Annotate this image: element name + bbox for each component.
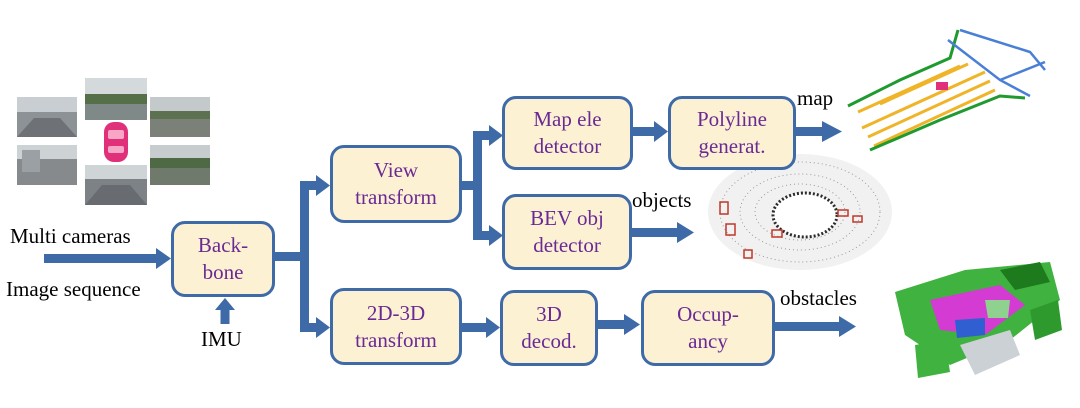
arrow-occ-to-obstacles — [775, 316, 856, 337]
arrow-3d-to-occ — [598, 314, 640, 335]
camera-frame — [150, 97, 210, 137]
arrow-imu-to-backbone — [215, 298, 235, 324]
camera-frame — [17, 97, 77, 137]
arrow-map-to-polyline — [632, 121, 668, 142]
camera-frame — [150, 145, 210, 185]
obstacles-label: obstacles — [780, 286, 857, 310]
arrow-backbone-split — [274, 175, 330, 338]
ego-car-icon — [104, 122, 128, 162]
image-sequence-label: Image sequence — [6, 277, 141, 301]
camera-frame — [17, 145, 77, 185]
map-ele-detector-node: Map ele detector — [502, 96, 633, 170]
arrow-input-to-backbone — [44, 248, 171, 269]
3d-decod-node: 3D decod. — [500, 290, 598, 366]
occupancy-node: Occup- ancy — [641, 290, 775, 366]
arrow-view-split — [461, 125, 503, 246]
arrow-polyline-to-map — [796, 121, 842, 142]
ego-car-icon — [936, 82, 948, 90]
view-transform-node: View transform — [330, 145, 462, 223]
multi-cameras-label: Multi cameras — [10, 224, 131, 248]
objects-label: objects — [632, 188, 692, 212]
map-label: map — [797, 86, 834, 110]
imu-label: IMU — [201, 327, 242, 351]
camera-frame — [85, 165, 147, 205]
bev-obj-detector-node: BEV obj detector — [502, 194, 632, 270]
polyline-generat-node: Polyline generat. — [668, 96, 796, 170]
2d-3d-transform-node: 2D-3D transform — [330, 288, 462, 365]
arrow-bev-to-objects — [631, 222, 694, 243]
arrow-2d3d-to-3d — [462, 317, 500, 338]
backbone-node: Back- bone — [171, 221, 275, 297]
camera-frame — [85, 78, 147, 120]
